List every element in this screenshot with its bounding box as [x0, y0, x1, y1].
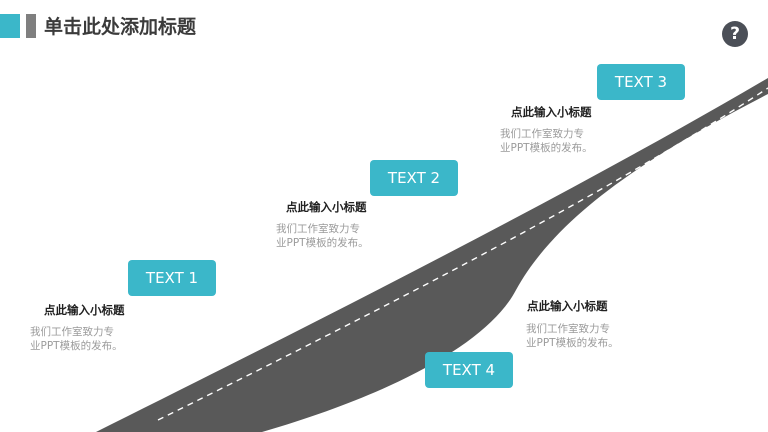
step-3-box[interactable]: TEXT 3 [597, 64, 685, 100]
step-2-subtitle[interactable]: 点此输入小标题 [286, 200, 367, 214]
step-3-description[interactable]: 我们工作室致力专 业PPT模板的发布。 [500, 127, 600, 155]
step-1-description[interactable]: 我们工作室致力专 业PPT模板的发布。 [30, 325, 130, 353]
title-accent-bar-secondary [26, 14, 36, 38]
question-circle-icon[interactable]: ? [722, 21, 748, 47]
step-1-description-line1: 我们工作室致力专 [30, 326, 114, 338]
step-3-description-line1: 我们工作室致力专 [500, 128, 584, 140]
step-2-description[interactable]: 我们工作室致力专 业PPT模板的发布。 [276, 222, 376, 250]
step-3-subtitle[interactable]: 点此输入小标题 [511, 105, 592, 119]
step-1-box[interactable]: TEXT 1 [128, 260, 216, 296]
title-accent-bar [0, 14, 20, 38]
step-2-description-line1: 我们工作室致力专 [276, 223, 360, 235]
step-1-subtitle[interactable]: 点此输入小标题 [44, 303, 125, 317]
step-4-subtitle[interactable]: 点此输入小标题 [527, 299, 608, 313]
step-4-box[interactable]: TEXT 4 [425, 352, 513, 388]
step-1-description-line2: 业PPT模板的发布。 [30, 340, 123, 352]
step-3-description-line2: 业PPT模板的发布。 [500, 142, 593, 154]
road-lane-marking [157, 87, 768, 421]
step-4-description[interactable]: 我们工作室致力专 业PPT模板的发布。 [526, 322, 626, 350]
step-2-box[interactable]: TEXT 2 [370, 160, 458, 196]
step-4-description-line2: 业PPT模板的发布。 [526, 337, 619, 349]
step-4-description-line1: 我们工作室致力专 [526, 323, 610, 335]
page-title[interactable]: 单击此处添加标题 [44, 16, 197, 38]
step-2-description-line2: 业PPT模板的发布。 [276, 237, 369, 249]
